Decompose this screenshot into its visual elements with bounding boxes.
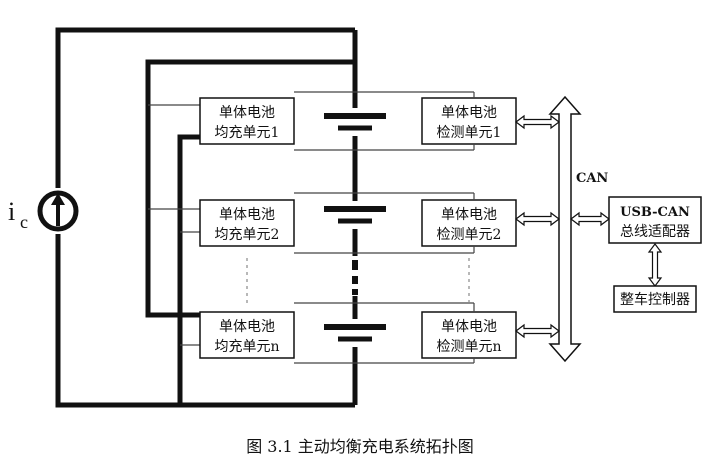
usb-can-adapter-line2: 总线适配器 bbox=[620, 224, 690, 240]
can-link-arrow-n bbox=[515, 323, 560, 339]
detect-unit-n: 单体电池 检测单元n bbox=[421, 311, 517, 359]
balance-unit-n: 单体电池 均充单元n bbox=[199, 311, 295, 359]
detect-unit-1: 单体电池 检测单元1 bbox=[421, 97, 517, 145]
battery-cell-n bbox=[322, 319, 388, 347]
balance-unit-1-line2: 均充单元1 bbox=[215, 125, 280, 141]
detect-unit-1-line1: 单体电池 bbox=[441, 105, 497, 121]
battery-cell-1 bbox=[322, 108, 388, 136]
inner-bus-lines bbox=[145, 59, 355, 405]
usb-can-adapter: USB-CAN 总线适配器 bbox=[608, 196, 702, 244]
detect-unit-2-line1: 单体电池 bbox=[441, 207, 497, 223]
detect-unit-2: 单体电池 检测单元2 bbox=[421, 199, 517, 247]
can-bus-label: CAN bbox=[576, 171, 608, 186]
balance-unit-n-line2: 均充单元n bbox=[214, 339, 279, 355]
vehicle-controller: 整车控制器 bbox=[613, 285, 697, 313]
detect-unit-n-line1: 单体电池 bbox=[441, 319, 497, 335]
detect-to-can-arrows bbox=[515, 114, 610, 339]
unit-rails bbox=[294, 91, 475, 364]
can-link-arrow-adapter bbox=[570, 211, 610, 227]
battery-ellipsis bbox=[345, 256, 365, 296]
source-current-subscript: c bbox=[20, 212, 28, 232]
current-source bbox=[37, 188, 79, 234]
balance-unit-2-line2: 均充单元2 bbox=[215, 227, 280, 243]
usb-can-adapter-line1: USB-CAN bbox=[620, 205, 690, 220]
thin-taps bbox=[148, 104, 200, 346]
detect-unit-n-line2: 检测单元n bbox=[436, 339, 501, 355]
balance-unit-n-line1: 单体电池 bbox=[219, 319, 275, 335]
vehicle-controller-label: 整车控制器 bbox=[620, 291, 690, 308]
battery-cell-2 bbox=[322, 201, 388, 229]
adapter-controller-arrow bbox=[647, 243, 663, 287]
source-current-label: i bbox=[8, 197, 15, 226]
can-link-arrow-2 bbox=[515, 211, 560, 227]
balance-unit-1-line1: 单体电池 bbox=[219, 105, 275, 121]
figure-caption: 图 3.1 主动均衡充电系统拓扑图 bbox=[246, 437, 474, 456]
can-bus-arrow bbox=[548, 95, 582, 363]
detect-unit-2-line2: 检测单元2 bbox=[437, 227, 502, 243]
dotted-continuation bbox=[246, 258, 470, 305]
can-link-arrow-1 bbox=[515, 114, 560, 130]
detect-unit-1-line2: 检测单元1 bbox=[437, 125, 502, 141]
balance-unit-2-line1: 单体电池 bbox=[219, 207, 275, 223]
balance-unit-1: 单体电池 均充单元1 bbox=[199, 97, 295, 145]
balance-unit-2: 单体电池 均充单元2 bbox=[199, 199, 295, 247]
